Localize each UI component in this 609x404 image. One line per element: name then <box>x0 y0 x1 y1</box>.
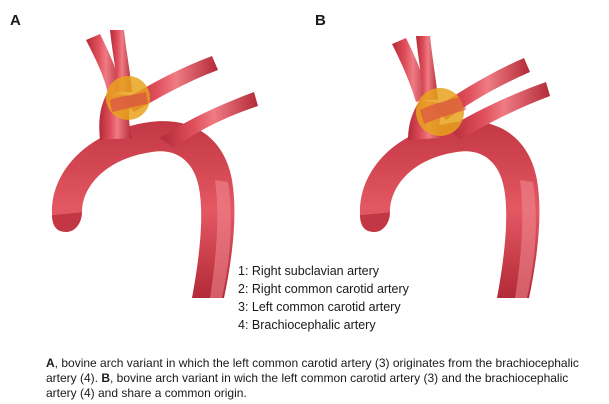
legend-item: 3: Left common carotid artery <box>238 298 409 316</box>
caption-b-marker: B <box>101 371 110 385</box>
legend-item: 1: Right subclavian artery <box>238 262 409 280</box>
legend-item: 2: Right common carotid artery <box>238 280 409 298</box>
panel-b-diagram <box>360 36 550 298</box>
legend-item: 4: Brachiocephalic artery <box>238 316 409 334</box>
figure-caption: A, bovine arch variant in which the left… <box>46 356 598 401</box>
artery-legend: 1: Right subclavian artery 2: Right comm… <box>238 262 409 334</box>
ascending-aorta-a <box>52 212 82 232</box>
caption-b-text: , bovine arch variant in wich the left c… <box>46 371 568 400</box>
ascending-aorta-b <box>360 212 390 232</box>
aortic-arch-a <box>52 121 235 298</box>
caption-a-marker: A <box>46 356 55 370</box>
panel-a-diagram <box>52 30 258 298</box>
